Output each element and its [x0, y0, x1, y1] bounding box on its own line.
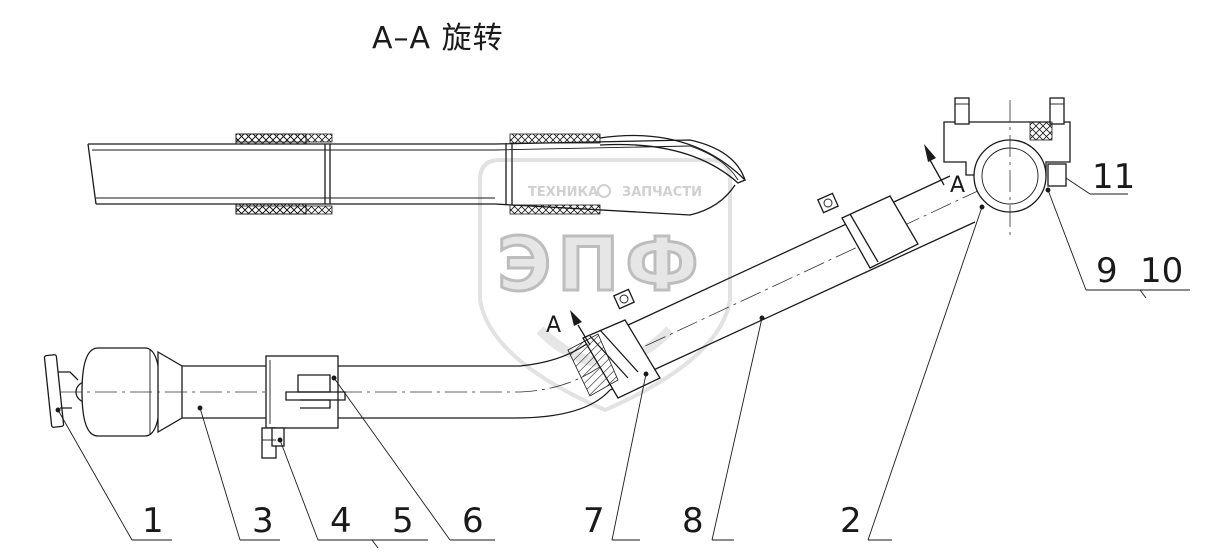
gear-icon: [597, 184, 611, 198]
section-arrow-right: A: [924, 144, 965, 198]
callout-3: 3: [252, 501, 274, 541]
watermark-right-text: ЗАПЧАСТИ: [622, 185, 702, 200]
callout-8: 8: [682, 501, 704, 541]
callout-11: 11: [1092, 157, 1135, 197]
pipe-clamp-6: [261, 355, 346, 459]
section-view-title: A–A 旋转: [372, 21, 504, 56]
callout-4: 4: [330, 501, 352, 541]
band-clamp-7: [567, 288, 661, 399]
callout-5: 5: [392, 501, 414, 541]
callout-9: 9: [1096, 251, 1118, 291]
section-marker-label: A: [546, 313, 561, 338]
callout-10: 10: [1140, 251, 1183, 291]
callout-2: 2: [840, 501, 862, 541]
outlet-flange-bracket: [943, 97, 1071, 240]
pipe-sleeve: [816, 192, 919, 269]
section-arrow-left: A: [546, 310, 591, 346]
watermark-logo-text: ЭПФ: [497, 222, 705, 308]
leader-lines: [55, 177, 1190, 549]
section-view-a-a: [87, 133, 747, 216]
watermark-logo: ТЕХНИКА ЗАПЧАСТИ ЭПФ: [478, 158, 732, 413]
callout-1: 1: [142, 501, 164, 541]
callout-6: 6: [462, 501, 484, 541]
section-marker-label-right: A: [950, 173, 965, 198]
callout-7: 7: [583, 501, 605, 541]
watermark-left-text: ТЕХНИКА: [528, 185, 598, 200]
